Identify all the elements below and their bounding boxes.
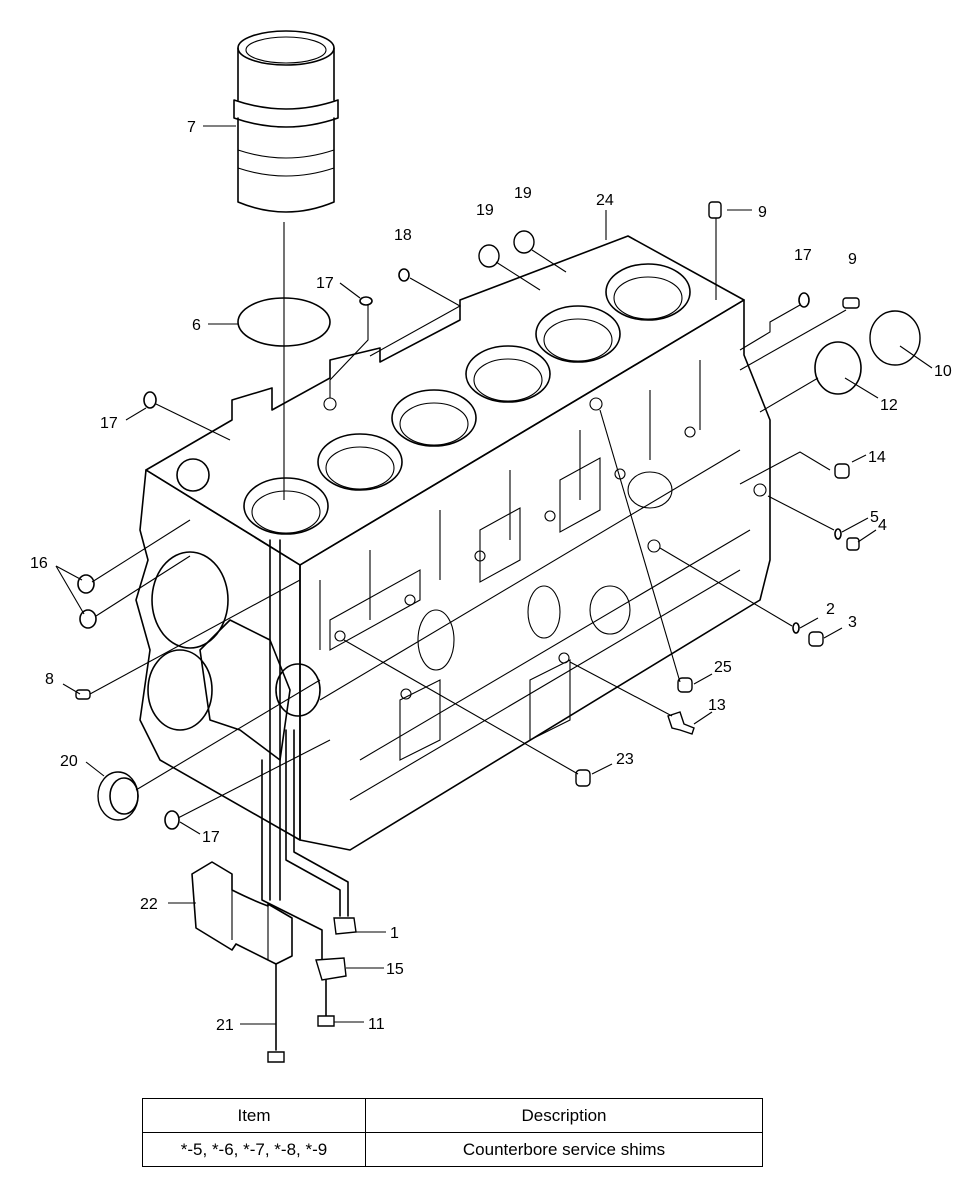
callout-10: 10 — [934, 363, 952, 380]
callout-12: 12 — [880, 397, 898, 414]
callout-14: 14 — [868, 449, 886, 466]
column-header-item: Item — [142, 1098, 366, 1133]
callout-17: 17 — [316, 275, 334, 292]
callout-17: 17 — [794, 247, 812, 264]
callout-25: 25 — [714, 659, 732, 676]
callout-9: 9 — [848, 251, 857, 268]
callout-5: 5 — [870, 509, 879, 526]
callout-19: 19 — [514, 185, 532, 202]
callout-24: 24 — [596, 192, 614, 209]
o-ring-part — [237, 297, 331, 347]
callout-18: 18 — [394, 227, 412, 244]
table-cell-item: *-5, *-6, *-7, *-8, *-9 — [142, 1132, 366, 1167]
engine-block-exploded-diagram: 7 6 17 18 19 19 24 9 17 9 10 12 17 14 5 … — [30, 30, 952, 1063]
small-parts — [75, 201, 921, 830]
table-header-row: Item Description — [142, 1098, 763, 1133]
callout-20: 20 — [60, 753, 78, 770]
table-row: *-5, *-6, *-7, *-8, *-9 Counterbore serv… — [142, 1132, 763, 1167]
callout-17: 17 — [100, 415, 118, 432]
callout-13: 13 — [708, 697, 726, 714]
callout-11: 11 — [368, 1016, 385, 1033]
parts-legend-table: Item Description *-5, *-6, *-7, *-8, *-9… — [142, 1098, 763, 1167]
callout-1: 1 — [390, 925, 399, 942]
callout-6: 6 — [192, 317, 201, 334]
callout-17: 17 — [202, 829, 220, 846]
callout-23: 23 — [616, 751, 634, 768]
callout-7: 7 — [187, 119, 196, 136]
callout-3: 3 — [848, 614, 857, 631]
callout-8: 8 — [45, 671, 54, 688]
callout-9: 9 — [758, 204, 767, 221]
callout-22: 22 — [140, 896, 158, 913]
bearing-cap-assembly — [191, 539, 357, 1063]
cylinder-liner-part — [233, 30, 339, 500]
table-cell-description: Counterbore service shims — [365, 1132, 763, 1167]
callout-16: 16 — [30, 555, 48, 572]
engine-block-part — [135, 235, 771, 851]
callout-2: 2 — [826, 601, 835, 618]
callout-15: 15 — [386, 961, 404, 978]
callout-19: 19 — [476, 202, 494, 219]
leader-lines — [55, 125, 933, 1025]
column-header-description: Description — [365, 1098, 763, 1133]
callout-4: 4 — [878, 517, 887, 534]
callout-21: 21 — [216, 1017, 234, 1034]
callout-labels: 7 6 17 18 19 19 24 9 17 9 10 12 17 14 5 … — [30, 119, 952, 1034]
